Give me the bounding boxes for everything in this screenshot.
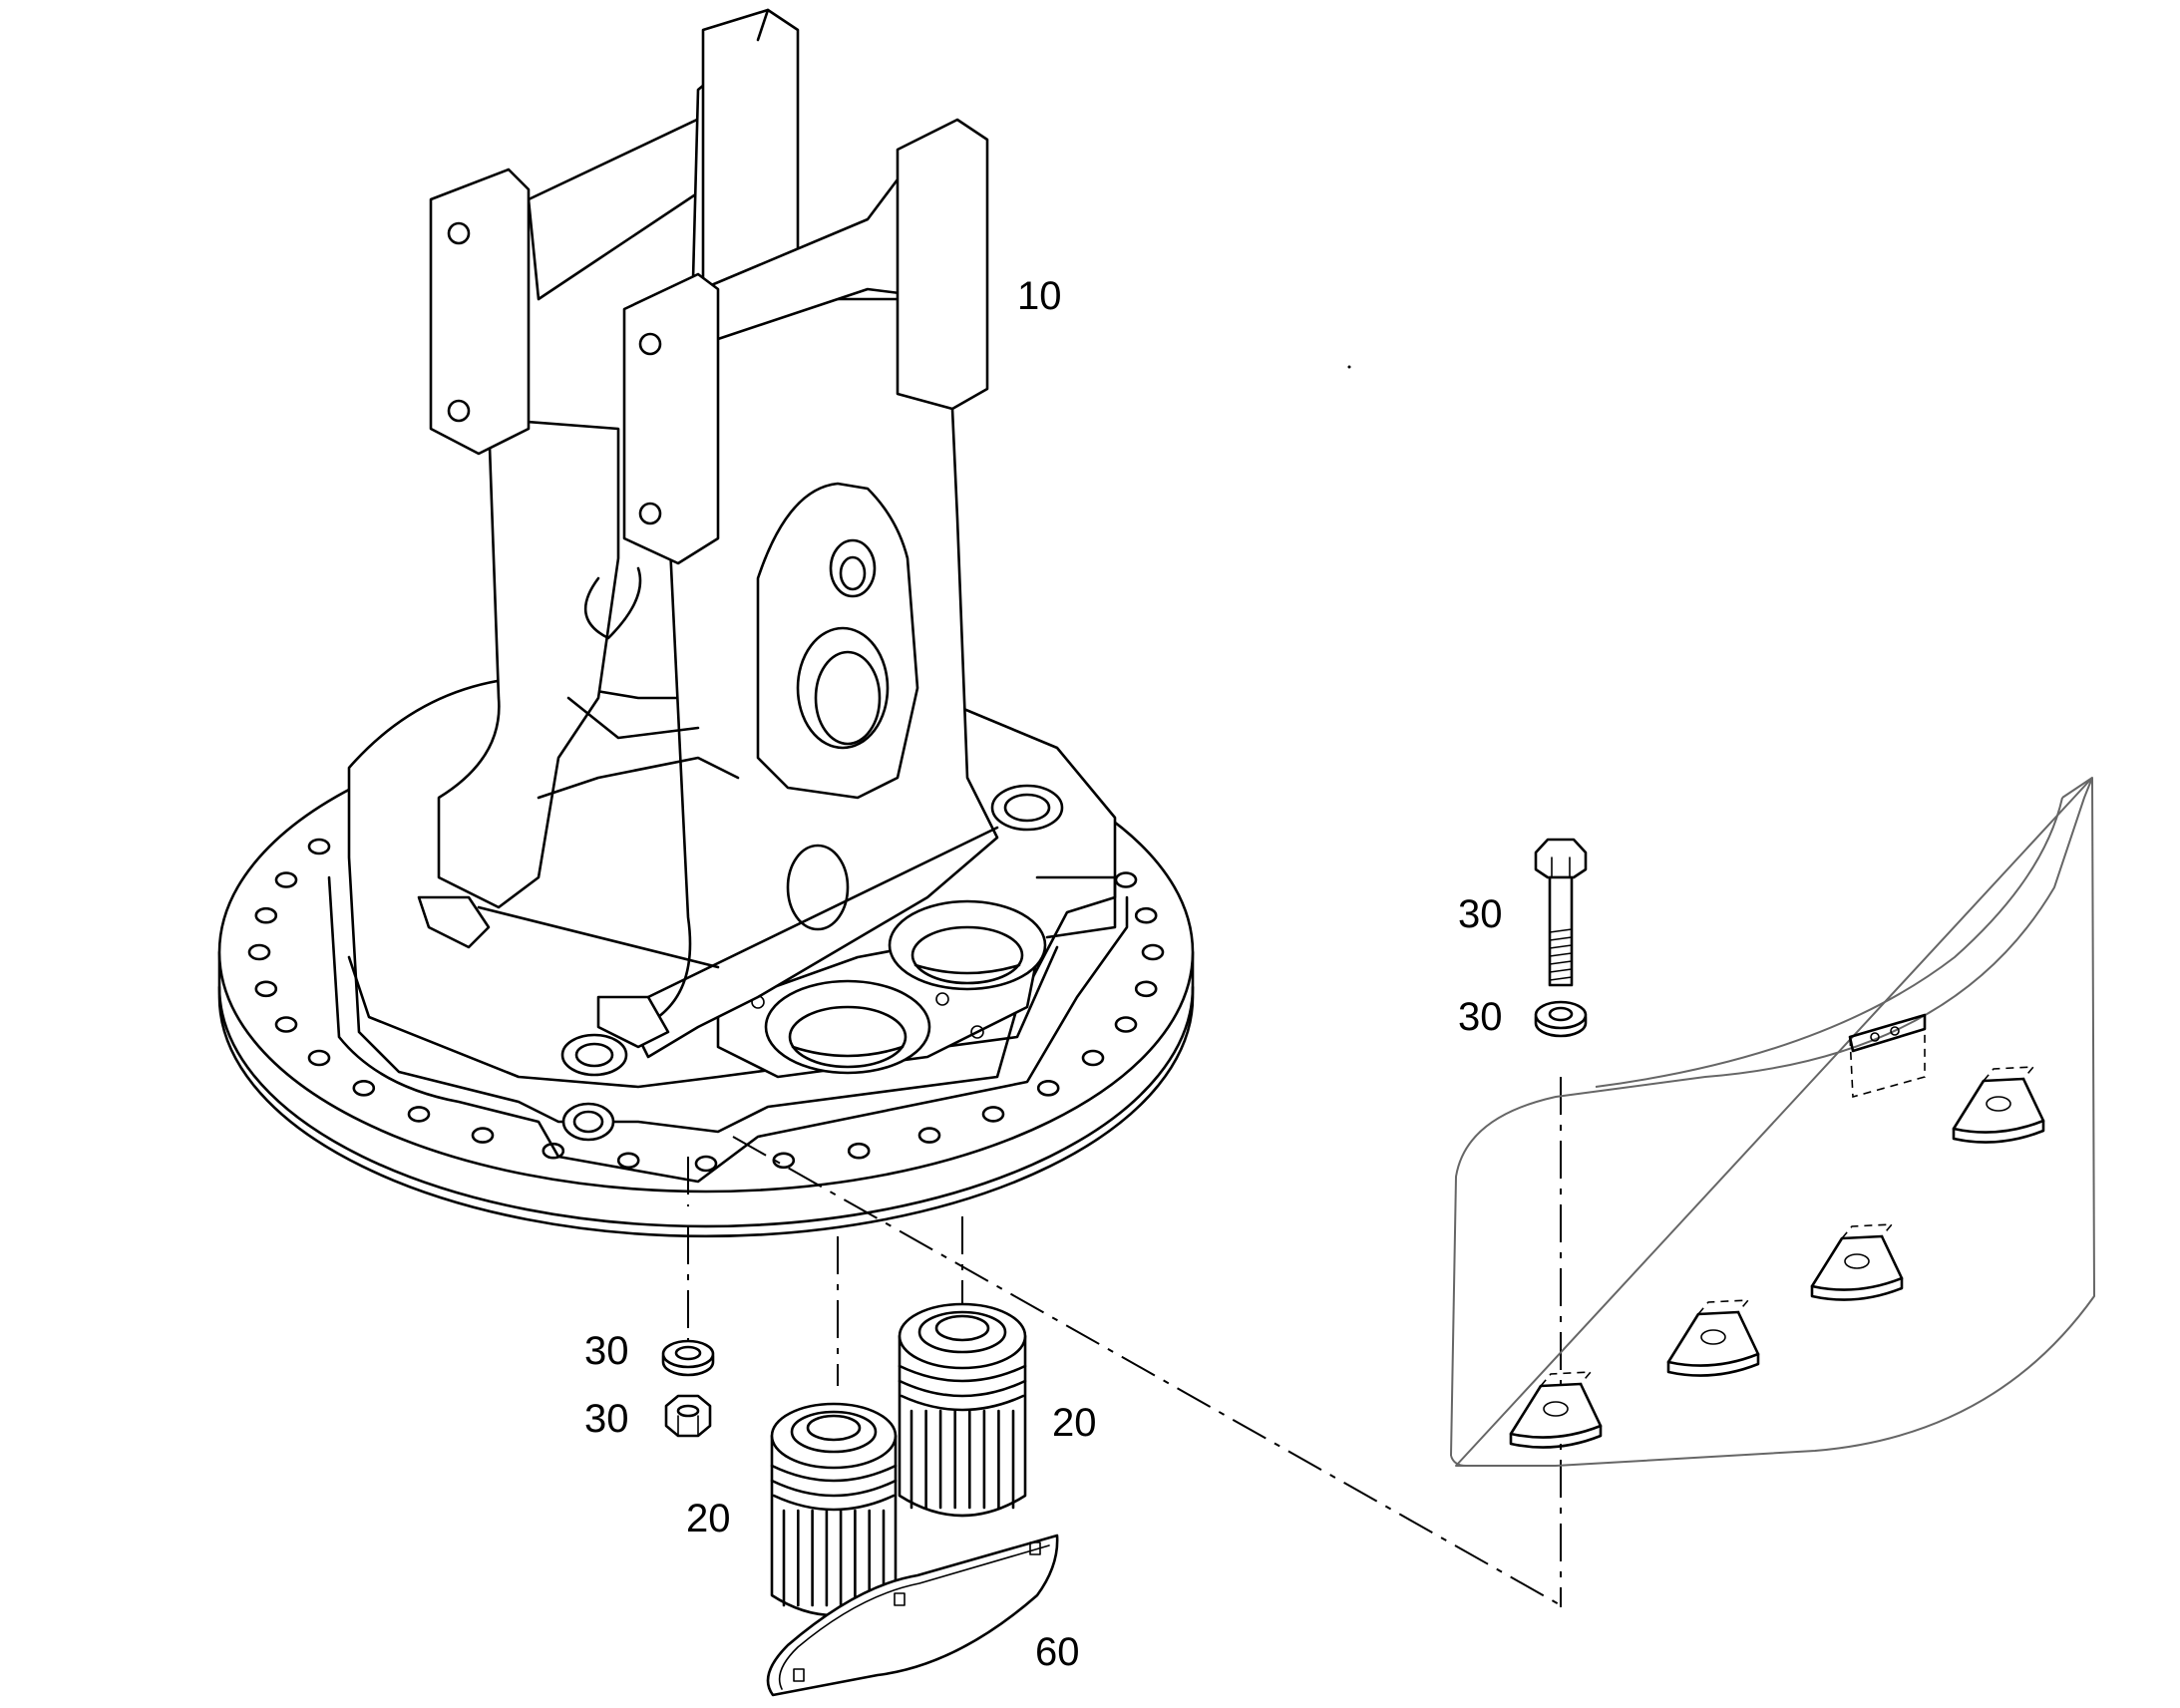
bolt-hole bbox=[694, 1155, 718, 1173]
pinion-20-front bbox=[770, 1402, 898, 1617]
callout-10: 10 bbox=[1017, 274, 1062, 318]
pinion-bore-front bbox=[764, 979, 931, 1075]
triangular-mount bbox=[1952, 1066, 2045, 1144]
washer-30-left bbox=[661, 1339, 715, 1377]
washer-30-right bbox=[1534, 1000, 1588, 1038]
bolt-hole bbox=[1114, 1016, 1138, 1033]
bolt-hole bbox=[471, 1127, 495, 1144]
assembly-centerlines bbox=[687, 1077, 1562, 1607]
bolt-hole bbox=[1134, 980, 1158, 998]
bolt-hole bbox=[274, 1016, 298, 1033]
protective-shield bbox=[1450, 777, 2095, 1467]
boom-foot-frame bbox=[417, 8, 999, 1059]
callout-20-rear: 20 bbox=[1052, 1401, 1097, 1445]
pinion-20-rear bbox=[898, 1302, 1027, 1518]
callout-30-washer: 30 bbox=[1458, 995, 1503, 1039]
bolt-30 bbox=[1534, 838, 1588, 987]
callout-30-lower-washer: 30 bbox=[584, 1329, 629, 1373]
bolt-hole bbox=[254, 906, 278, 924]
bolt-hole bbox=[616, 1152, 640, 1170]
triangular-mount bbox=[1666, 1299, 1760, 1377]
bolt-hole bbox=[772, 1152, 796, 1170]
triangular-mount bbox=[1810, 1223, 1904, 1301]
bolt-hole bbox=[847, 1142, 871, 1160]
bolt-hole bbox=[1134, 906, 1158, 924]
shield-triangular-mounts bbox=[1509, 1066, 2045, 1449]
nut-30 bbox=[664, 1394, 712, 1438]
stray-dot bbox=[1347, 365, 1351, 369]
bolt-hole bbox=[542, 1142, 565, 1160]
callout-30-bolt: 30 bbox=[1458, 892, 1503, 936]
bolt-hole bbox=[1141, 943, 1165, 961]
bolt-hole bbox=[981, 1106, 1005, 1123]
bolt-hole bbox=[917, 1127, 941, 1144]
bolt-hole bbox=[1036, 1080, 1060, 1097]
pinion-bore-rear bbox=[888, 899, 1047, 991]
shield-clip-square bbox=[1848, 1013, 1927, 1099]
triangular-mount bbox=[1509, 1371, 1603, 1449]
callout-30-nut: 30 bbox=[584, 1397, 629, 1441]
bolt-hole bbox=[1081, 1049, 1105, 1067]
bolt-hole bbox=[352, 1080, 376, 1097]
bolt-hole bbox=[254, 980, 278, 998]
callout-20-front: 20 bbox=[686, 1497, 731, 1540]
bolt-hole bbox=[307, 838, 331, 855]
bolt-hole bbox=[307, 1049, 331, 1067]
callout-60: 60 bbox=[1035, 1630, 1080, 1674]
cover-plate-60 bbox=[766, 1534, 1059, 1697]
bolt-hole bbox=[407, 1106, 431, 1123]
bolt-hole bbox=[247, 943, 271, 961]
bolt-hole bbox=[274, 871, 298, 888]
